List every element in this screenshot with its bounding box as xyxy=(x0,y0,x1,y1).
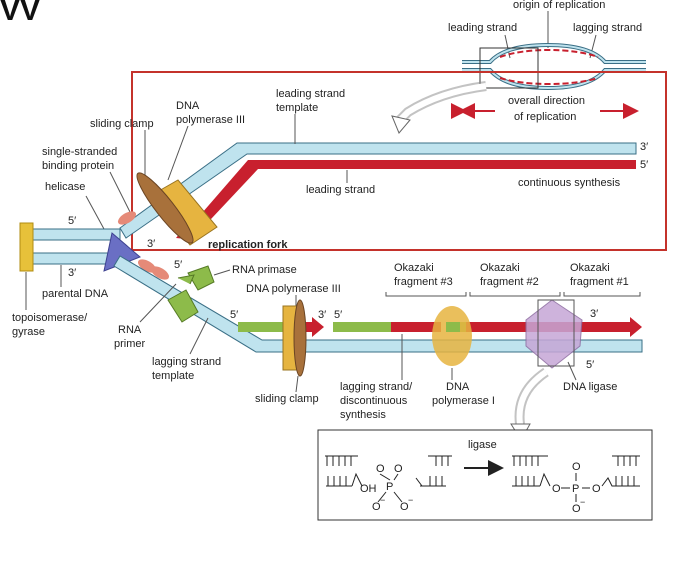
lagging-template-label-1: lagging strand xyxy=(152,356,221,368)
inset-lagging-strand-label: lagging strand xyxy=(573,22,642,34)
topo-label-2: gyrase xyxy=(12,326,45,338)
dna-pol3-label-2: polymerase III xyxy=(176,114,245,126)
direction-label-2: of replication xyxy=(514,111,576,123)
ends-primase-5: 5′ xyxy=(174,259,182,271)
header-fragment: VV xyxy=(0,0,40,27)
sliding-clamp-bottom-label: sliding clamp xyxy=(255,393,319,405)
dna-ligase-label: DNA ligase xyxy=(563,381,617,393)
okazaki1-label-2: fragment #1 xyxy=(570,276,629,288)
ends-lag-right-5: 5′ xyxy=(586,359,594,371)
chem-o-8: O xyxy=(572,503,581,515)
dna-polymerase-i xyxy=(432,306,472,366)
chem-minus-3: − xyxy=(580,497,585,507)
lagging-disc-label-1: lagging strand/ xyxy=(340,381,413,393)
parental-dna-label: parental DNA xyxy=(42,288,109,300)
okazaki2-label-2: fragment #2 xyxy=(480,276,539,288)
dna-pol3-label-1: DNA xyxy=(176,100,200,112)
leading-template-label-1: leading strand xyxy=(276,88,345,100)
helicase-label: helicase xyxy=(45,181,85,193)
continuous-synthesis-label: continuous synthesis xyxy=(518,177,621,189)
ends-left-3: 3′ xyxy=(68,267,76,279)
rna-primase xyxy=(187,265,215,291)
chem-p-2: P xyxy=(572,483,579,495)
ends-lag-right-3: 3′ xyxy=(590,308,598,320)
okazaki2-label-1: Okazaki xyxy=(480,262,520,274)
dna-ligase xyxy=(525,299,583,369)
leading-strand-highlight-box xyxy=(131,71,667,251)
origin-inset: origin of replication leading strand lag… xyxy=(391,0,646,134)
ends-lag-3a: 3′ xyxy=(318,309,326,321)
dna-pol3-bottom-label: DNA polymerase III xyxy=(246,283,341,295)
ends-left-5: 5′ xyxy=(68,215,76,227)
rna-primer-label-2: primer xyxy=(114,338,146,350)
dna-pol1-label-2: polymerase I xyxy=(432,395,495,407)
ligase-reaction-box: OH O O P O − O − ligase O P O O O − xyxy=(317,429,653,521)
ends-top-right-3: 3′ xyxy=(640,141,648,153)
topo-label-1: topoisomerase/ xyxy=(12,312,88,324)
ligase-label: ligase xyxy=(468,439,497,451)
replication-fork-label: replication fork xyxy=(208,239,288,251)
chem-o-5: O xyxy=(552,483,561,495)
chem-o-2: O xyxy=(394,463,403,475)
ends-top-right-5: 5′ xyxy=(640,159,648,171)
okazaki3-label-1: Okazaki xyxy=(394,262,434,274)
sliding-clamp-top-label: sliding clamp xyxy=(90,118,154,130)
chem-minus-2: − xyxy=(408,495,413,505)
ends-fork-3: 3′ xyxy=(147,238,155,250)
inset-leading-strand-label: leading strand xyxy=(448,22,517,34)
chem-oh: OH xyxy=(360,483,377,495)
leading-strand-label: leading strand xyxy=(306,184,375,196)
okazaki3-label-2: fragment #3 xyxy=(394,276,453,288)
chem-o-4: O xyxy=(400,501,409,513)
rna-primer-label-1: RNA xyxy=(118,324,142,336)
ends-lag-5: 5′ xyxy=(230,309,238,321)
chem-o-7: O xyxy=(592,483,601,495)
dna-pol1-label-1: DNA xyxy=(446,381,470,393)
leading-template-label-2: template xyxy=(276,102,318,114)
sliding-clamp-bottom xyxy=(293,299,307,377)
ends-lag-5b: 5′ xyxy=(334,309,342,321)
chem-p-1: P xyxy=(386,481,393,493)
okazaki1-label-1: Okazaki xyxy=(570,262,610,274)
lagging-disc-label-3: synthesis xyxy=(340,409,386,421)
rna-primase-label: RNA primase xyxy=(232,264,297,276)
chem-o-1: O xyxy=(376,463,385,475)
chem-o-6: O xyxy=(572,461,581,473)
direction-label-1: overall direction xyxy=(508,95,585,107)
topoisomerase xyxy=(19,222,34,272)
origin-of-replication-label: origin of replication xyxy=(513,0,605,11)
sliding-clamp-top xyxy=(136,172,194,244)
ssb-label-2: binding protein xyxy=(42,160,114,172)
lagging-disc-label-2: discontinuous xyxy=(340,395,408,407)
chem-o-3: O xyxy=(372,501,381,513)
lagging-template-label-2: template xyxy=(152,370,194,382)
ssb-label-1: single-stranded xyxy=(42,146,117,158)
chem-minus-1: − xyxy=(380,495,385,505)
